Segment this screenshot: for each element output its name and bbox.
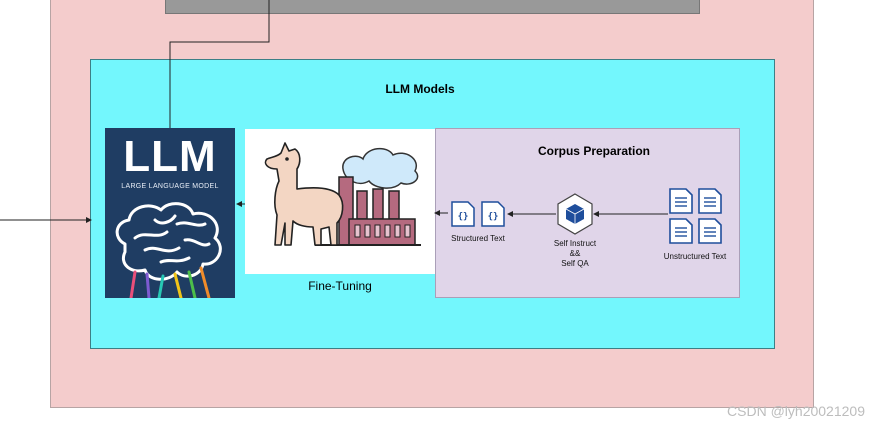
llama-factory-icon (264, 142, 421, 246)
corpus-preparation-title: Corpus Preparation (537, 144, 651, 158)
top-bar (165, 0, 700, 14)
llm-models-title: LLM Models (385, 82, 455, 96)
json-file-icon: {} (451, 201, 475, 227)
cube-icon (557, 193, 593, 235)
fine-tuning-illustration (245, 129, 435, 274)
brain-icon (115, 202, 222, 298)
fine-tuning-label: Fine-Tuning (308, 279, 372, 293)
connector-top-to-llm (169, 0, 270, 128)
llm-card: LLM LARGE LANGUAGE MODEL (105, 128, 235, 298)
self-instruct-line: Self Instruct (553, 239, 597, 248)
svg-text:{}: {} (458, 212, 469, 222)
svg-text:{}: {} (488, 212, 499, 222)
self-qa-line: Self QA (561, 259, 589, 268)
document-icon (669, 188, 722, 244)
self-instruct-label: Self Instruct && Self QA (540, 239, 610, 269)
json-file-icon: {} (481, 201, 505, 227)
llm-card-title: LLM (123, 132, 217, 181)
watermark: CSDN @lyh20021209 (727, 403, 865, 419)
document-lines-icon (675, 197, 716, 237)
llm-card-subtitle: LARGE LANGUAGE MODEL (121, 183, 219, 190)
self-and-line: && (569, 249, 581, 258)
unstructured-text-label: Unstructured Text (663, 252, 727, 261)
structured-text-label: Structured Text (451, 234, 505, 243)
